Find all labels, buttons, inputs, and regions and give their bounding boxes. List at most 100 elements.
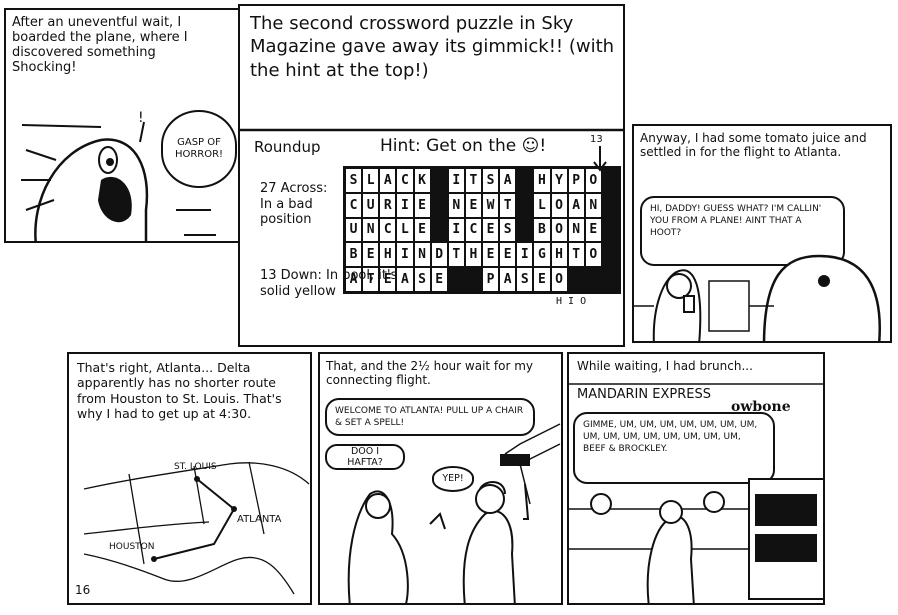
crossword-cell: E [533,267,551,292]
crossword-cell [601,192,619,218]
panel-5-caption: That, and the 2½ hour wait for my connec… [326,359,534,387]
crossword-cell: S [516,267,534,292]
arrow-number: 13 [590,134,603,145]
crossword-cell: E [482,217,500,243]
crossword-cell: C [396,168,414,193]
hint-label: Hint: Get on the ☺! [380,136,547,156]
panel-6: While waiting, I had brunch... MANDARIN … [567,352,825,605]
crossword-cell: A [567,192,585,218]
crossword-cell: E [464,192,482,218]
airplane-cabin-drawing [634,254,881,341]
crossword-cell: O [584,242,602,268]
city-houston: HOUSTON [109,542,155,552]
airport-gate-drawing [347,423,561,603]
crossword-cell [601,168,619,193]
welcome-balloon: WELCOME TO ATLANTA! PULL UP A CHAIR & SE… [325,398,535,436]
crossword-cell: A [499,267,517,292]
panel-5: That, and the 2½ hour wait for my connec… [318,352,563,605]
phone-call-balloon: HI, DADDY! GUESS WHAT? I'M CALLIN' YOU F… [640,196,845,266]
panel-4: That's right, Atlanta... Delta apparentl… [67,352,312,605]
panel-3-caption: Anyway, I had some tomato juice and sett… [640,131,867,159]
mandarin-express-sign: MANDARIN EXPRESS [577,387,711,402]
city-atlanta: ATLANTA [237,514,282,525]
crossword-cell [447,267,465,292]
crossword-cell: I [447,168,465,193]
crossword-cell [516,217,534,243]
crossword-cell: E [584,217,602,243]
page-number: 16 [75,583,91,597]
crossword-cell: N [362,217,380,243]
crossword-cell: E [413,217,431,243]
panel-2: The second crossword puzzle in Sky Magaz… [238,4,625,347]
exclaim-mark: ! [138,110,144,126]
turtle-gasp-drawing [21,121,216,241]
crossword-cell: W [482,192,500,218]
crossword-cell: S [499,217,517,243]
crossword-frame [240,128,623,172]
city-st-louis: ST. LOUIS [174,462,217,472]
crossword-cell: E [413,192,431,218]
crossword-cell: L [396,217,414,243]
panel-6-caption: While waiting, I had brunch... [577,359,753,373]
crossword-cell: O [550,217,568,243]
crossword-cell: P [567,168,585,193]
crossword-cell: E [430,267,448,292]
gasp-balloon: GASP OF HORROR! [161,110,237,188]
crossword-cell [430,192,448,218]
crossword-cell: H [464,242,482,268]
crossword-cell: C [464,217,482,243]
crossword-cell: S [482,168,500,193]
food-court-drawing [569,383,823,603]
crossword-cell: A [396,267,414,292]
crossword-cell: B [533,217,551,243]
crossword-cell: S [345,168,363,193]
crossword-cell: T [447,242,465,268]
crossword-cell [567,267,585,292]
crossword-cell: R [379,192,397,218]
crossword-cell: U [345,217,363,243]
panel-4-caption: That's right, Atlanta... Delta apparentl… [77,360,282,421]
roundup-label: Roundup [254,138,321,156]
ordering-balloon: GIMME, UM, UM, UM, UM, UM, UM, UM, UM, U… [573,412,775,484]
crossword-cell: C [379,217,397,243]
crossword-cell: H [379,242,397,268]
crossword-cell: T [567,242,585,268]
crossword-cell: L [362,168,380,193]
crossword-cell [601,267,619,292]
crossword-cell: H [533,168,551,193]
crossword-cell: N [413,242,431,268]
crossword-cell: N [567,217,585,243]
crossword-cell: P [482,267,500,292]
crossword-cell: H [550,242,568,268]
crossword-cell: I [396,242,414,268]
crossword-cell: D [430,242,448,268]
doo-i-hafta-balloon: DOO I HAFTA? [325,444,405,470]
panel-1-caption: After an uneventful wait, I boarded the … [12,15,188,75]
crossword-cell: E [499,242,517,268]
crossword-cell: O [550,267,568,292]
crossword-cell: N [584,192,602,218]
below-grid-letters: H I O [556,296,587,307]
crossword-cell: A [345,267,363,292]
crossword-cell: S [413,267,431,292]
crossword-cell: O [550,192,568,218]
clue-27-across: 27 Across: In a bad position [260,181,328,228]
crossword-cell: K [413,168,431,193]
crossword-cell [430,168,448,193]
crossword-cell [601,242,619,268]
crossword-cell: T [499,192,517,218]
crossword-cell: L [533,192,551,218]
crossword-cell: I [396,192,414,218]
crossword-cell: T [362,267,380,292]
crossword-cell [601,217,619,243]
crossword-cell: C [345,192,363,218]
panel-2-caption: The second crossword puzzle in Sky Magaz… [250,13,615,81]
crossword-cell: I [516,242,534,268]
crossword-cell [516,168,534,193]
panel-3: Anyway, I had some tomato juice and sett… [632,124,892,343]
crossword-cell: A [379,168,397,193]
crossword-cell: O [584,168,602,193]
crossword-cell [464,267,482,292]
crossword-cell [430,217,448,243]
